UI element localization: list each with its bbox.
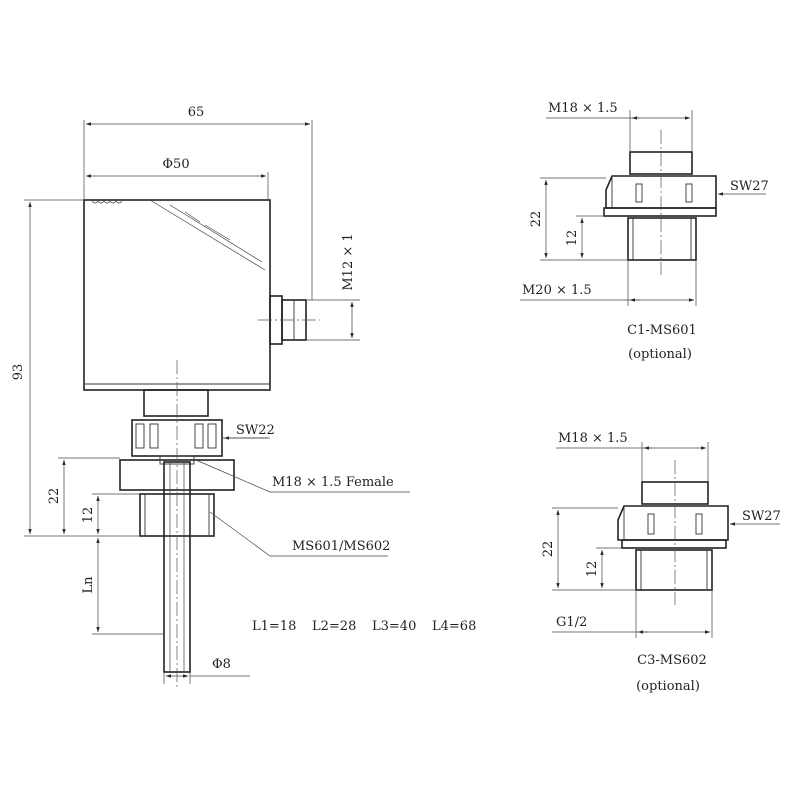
c1-dim-22: 22 [529,177,628,261]
c1-label-sw27: SW27 [730,179,769,194]
dimension-65: 65 [83,105,313,300]
c1-label-12: 12 [565,230,580,247]
leader-model: MS601/MS602 [209,511,390,557]
dim-label-22-main: 22 [47,488,62,505]
probe-tube [163,360,191,690]
dimension-12-main: 12 [81,493,140,534]
c1-dim-m20: M20 × 1.5 [520,260,697,306]
length-l3: L3=40 [372,619,416,634]
length-options: L1=18 L2=28 L3=40 L4=68 [252,619,476,634]
c1-detail: M18 × 1.5 SW27 22 12 M20 × 1.5 C1-MS601 … [520,101,769,362]
dim-label-93: 93 [11,364,26,381]
c3-dim-22: 22 [541,507,636,591]
dim-label-phi50: Φ50 [162,157,189,172]
c3-note: (optional) [636,679,700,694]
c3-label-22: 22 [541,541,556,558]
dim-label-m12: M12 × 1 [341,233,356,290]
c1-dim-12: 12 [565,215,604,258]
c3-label-m18: M18 × 1.5 [558,431,628,446]
label-model: MS601/MS602 [292,539,390,554]
main-view: 65 Φ50 93 M12 × 1 SW22 [11,105,476,690]
c1-title: C1-MS601 [627,323,697,338]
m12-connector [258,295,320,345]
length-l4: L4=68 [432,619,476,634]
c3-dim-12: 12 [585,547,622,588]
dimension-phi50: Φ50 [86,157,269,200]
c1-label-m20: M20 × 1.5 [522,283,592,298]
dimension-93: 93 [11,199,140,537]
dim-label-sw22: SW22 [236,423,275,438]
dimension-22-main: 22 [47,457,120,534]
c1-label-m18: M18 × 1.5 [548,101,618,116]
dimension-m12: M12 × 1 [306,233,360,341]
dimension-ln: Ln [81,538,164,635]
dim-label-12-main: 12 [81,507,96,524]
dim-label-phi8: Φ8 [212,657,231,672]
c1-dim-m18: M18 × 1.5 [546,101,693,152]
c3-title: C3-MS602 [637,653,707,668]
leader-m18-female: M18 × 1.5 Female [195,459,410,493]
dim-label-ln: Ln [81,576,96,594]
dimension-sw22: SW22 [222,423,275,440]
dimension-phi8: Φ8 [163,657,250,684]
c3-label-g12: G1/2 [556,615,587,630]
c3-detail: M18 × 1.5 SW27 22 12 G1/2 C3-MS602 (opti… [541,431,781,694]
c3-dim-g12: G1/2 [552,590,713,638]
c1-dim-sw27: SW27 [718,179,769,196]
c1-note: (optional) [628,347,692,362]
c3-label-12: 12 [585,561,600,578]
dim-label-65: 65 [188,105,205,120]
c3-dim-m18: M18 × 1.5 [556,431,709,482]
length-l2: L2=28 [312,619,356,634]
c3-label-sw27: SW27 [742,509,781,524]
length-l1: L1=18 [252,619,296,634]
label-m18-female: M18 × 1.5 Female [272,475,394,490]
c3-dim-sw27: SW27 [730,509,781,526]
c1-label-22: 22 [529,211,544,228]
